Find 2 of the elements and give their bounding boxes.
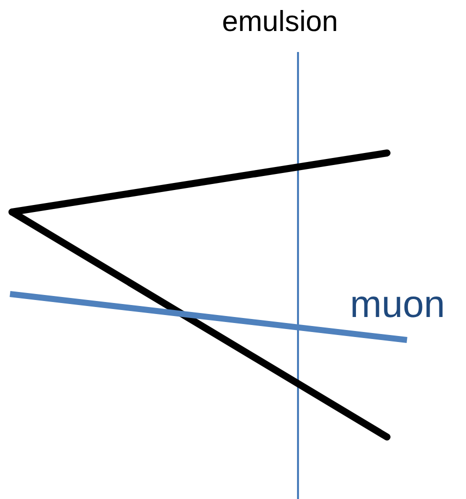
layer-label: emulsion [222,8,338,37]
particle-label: muon [350,286,446,324]
